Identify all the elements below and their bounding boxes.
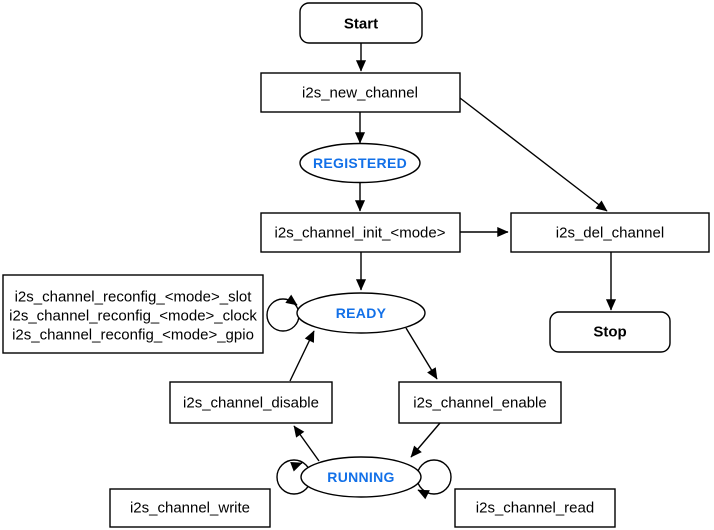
- state-running: RUNNING: [300, 456, 422, 498]
- new-channel-box: [260, 72, 461, 113]
- node-del-channel: i2s_del_channel: [510, 212, 710, 253]
- ready-ellipse: [296, 292, 426, 334]
- channel-init-label: i2s_channel_init_<mode>: [275, 225, 446, 242]
- channel-write-box: [109, 488, 271, 528]
- node-channel-write: i2s_channel_write: [109, 488, 271, 528]
- channel-enable-label: i2s_channel_enable: [413, 395, 546, 412]
- edge-running-to-disable: [293, 425, 320, 462]
- stop-label: Stop: [593, 324, 626, 341]
- reconfig-box: [2, 274, 264, 354]
- edge-disable-to-ready: [289, 330, 315, 382]
- edge-enable-to-running: [410, 422, 441, 458]
- start-terminal-shape: [299, 2, 423, 44]
- state-ready: READY: [296, 292, 426, 334]
- new-channel-label: i2s_new_channel: [302, 85, 418, 102]
- channel-read-box: [454, 488, 616, 528]
- reconfig-gpio-label: i2s_channel_reconfig_<mode>_gpio: [12, 327, 254, 344]
- edge-ready-to-enable: [405, 327, 438, 380]
- reconfig-slot-label: i2s_channel_reconfig_<mode>_slot: [15, 289, 253, 306]
- registered-ellipse: [299, 142, 421, 184]
- node-channel-enable: i2s_channel_enable: [398, 381, 562, 424]
- channel-init-box: [260, 212, 461, 253]
- edge-new-channel-to-del-channel: [459, 97, 608, 212]
- reconfig-clock-label: i2s_channel_reconfig_<mode>_clock: [9, 308, 257, 325]
- node-channel-read: i2s_channel_read: [454, 488, 616, 528]
- stop-terminal-shape: [549, 311, 671, 353]
- edge-running-self-loop-right: [416, 459, 452, 495]
- ready-label: READY: [336, 305, 387, 321]
- channel-read-label: i2s_channel_read: [476, 500, 594, 517]
- channel-write-label: i2s_channel_write: [130, 500, 250, 517]
- state-registered: REGISTERED: [299, 142, 421, 184]
- channel-disable-label: i2s_channel_disable: [183, 395, 319, 412]
- running-label: RUNNING: [327, 469, 394, 485]
- node-channel-disable: i2s_channel_disable: [169, 381, 333, 424]
- edge-running-self-loop-right-arrow: [417, 489, 430, 500]
- registered-label: REGISTERED: [313, 155, 407, 171]
- node-start: Start: [299, 2, 423, 44]
- del-channel-label: i2s_del_channel: [556, 225, 664, 242]
- channel-enable-box: [398, 381, 562, 424]
- del-channel-box: [510, 212, 710, 253]
- node-new-channel: i2s_new_channel: [260, 72, 461, 113]
- edge-running-self-loop-left-arrow: [290, 462, 303, 472]
- running-ellipse: [300, 456, 422, 498]
- node-stop: Stop: [549, 311, 671, 353]
- start-label: Start: [344, 16, 378, 33]
- node-channel-init: i2s_channel_init_<mode>: [260, 212, 461, 253]
- edge-ready-self-loop-arrow: [285, 294, 298, 306]
- channel-disable-box: [169, 381, 333, 424]
- node-reconfig: i2s_channel_reconfig_<mode>_slot i2s_cha…: [2, 274, 264, 354]
